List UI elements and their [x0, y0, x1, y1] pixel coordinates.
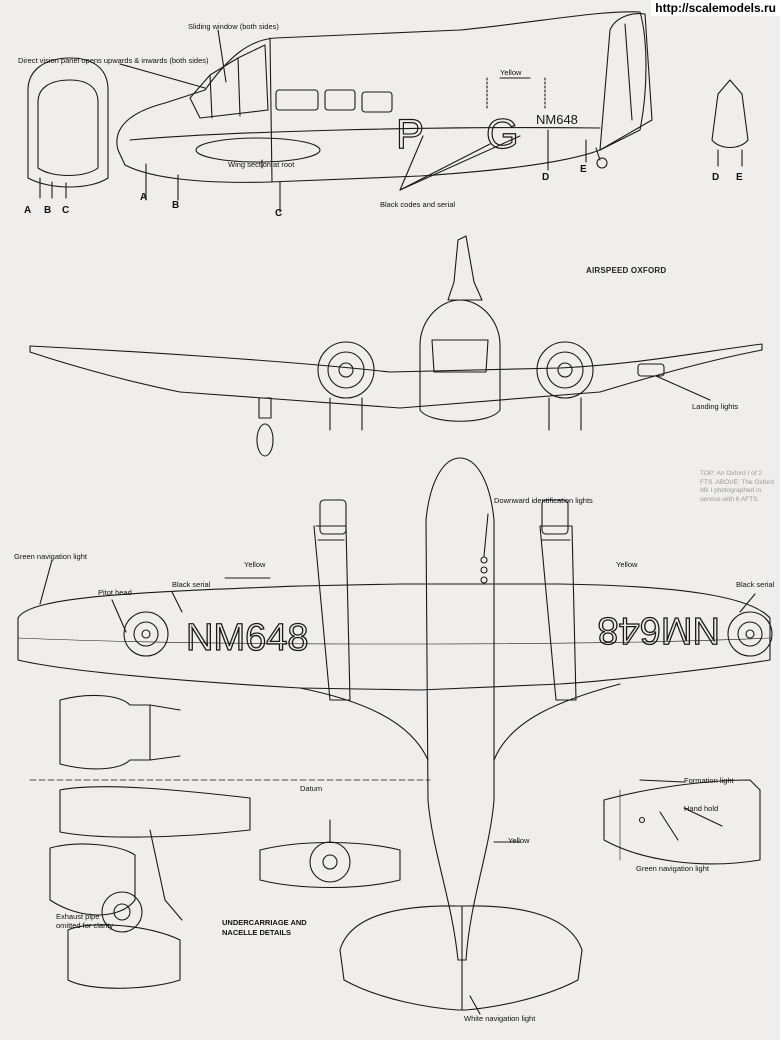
- label-formation-light: Formation light: [684, 776, 734, 785]
- article-heading: AIRSPEED OXFORD: [586, 266, 667, 275]
- section-b-side: B: [172, 200, 180, 211]
- section-d-side: D: [542, 172, 550, 183]
- label-yellow-wing-left: Yellow: [244, 560, 266, 569]
- section-e-side: E: [580, 164, 587, 175]
- section-d-fin: D: [712, 172, 720, 183]
- label-white-nav: White navigation light: [464, 1014, 536, 1023]
- underside-view: [17, 457, 773, 1015]
- label-hand-hold: Hand hold: [684, 804, 719, 813]
- label-black-codes: Black codes and serial: [380, 200, 456, 209]
- section-a-front: A: [24, 205, 32, 216]
- section-a-side: A: [140, 192, 148, 203]
- code-letter-p: P: [396, 110, 424, 157]
- label-undercarriage-title: UNDERCARRIAGE AND NACELLE DETAILS: [222, 918, 307, 937]
- label-wing-section: Wing section at root: [228, 160, 295, 169]
- label-direct-vision: Direct vision panel opens upwards & inwa…: [18, 56, 209, 65]
- label-yellow-wing-right: Yellow: [616, 560, 638, 569]
- fin-cross-section-right: [711, 79, 749, 167]
- fuselage-cross-section-left: [27, 57, 109, 199]
- label-landing-lights: Landing lights: [692, 402, 739, 411]
- underside-serial-left: NM648: [186, 617, 309, 659]
- label-black-serial-left: Black serial: [172, 580, 211, 589]
- code-letter-g: G: [486, 110, 519, 157]
- side-view: [116, 11, 653, 213]
- side-serial: NM648: [536, 112, 578, 127]
- label-pitot-head: Pitot head: [98, 588, 132, 597]
- label-green-nav-left: Green navigation light: [14, 552, 87, 561]
- section-c-side: C: [275, 208, 283, 219]
- top-view: [29, 235, 763, 457]
- section-b-front: B: [44, 205, 52, 216]
- label-green-nav-right: Green navigation light: [636, 864, 709, 873]
- label-sliding-window: Sliding window (both sides): [188, 22, 279, 31]
- photo-caption: TOP: An Oxford I of 2 FTS. ABOVE: The Ox…: [700, 470, 774, 503]
- underside-serial-right: NM648: [598, 609, 721, 651]
- section-c-front: C: [62, 205, 70, 216]
- label-black-serial-right: Black serial: [736, 580, 775, 589]
- rear-fuselage-detail: [603, 779, 761, 865]
- label-yellow-top: Yellow: [500, 68, 522, 77]
- side-codes: P G NM648: [395, 109, 578, 157]
- section-e-fin: E: [736, 172, 743, 183]
- label-exhaust: Exhaust pipe omitted for clarity: [56, 912, 114, 930]
- watermark: http://scalemodels.ru: [651, 0, 780, 16]
- underside-serials: NM648 NM648: [185, 608, 721, 659]
- label-downward-lights: Downward identification lights: [494, 496, 593, 505]
- label-datum: Datum: [300, 784, 323, 793]
- undercarriage-detail: [29, 694, 431, 989]
- label-yellow-fuselage: Yellow: [508, 836, 530, 845]
